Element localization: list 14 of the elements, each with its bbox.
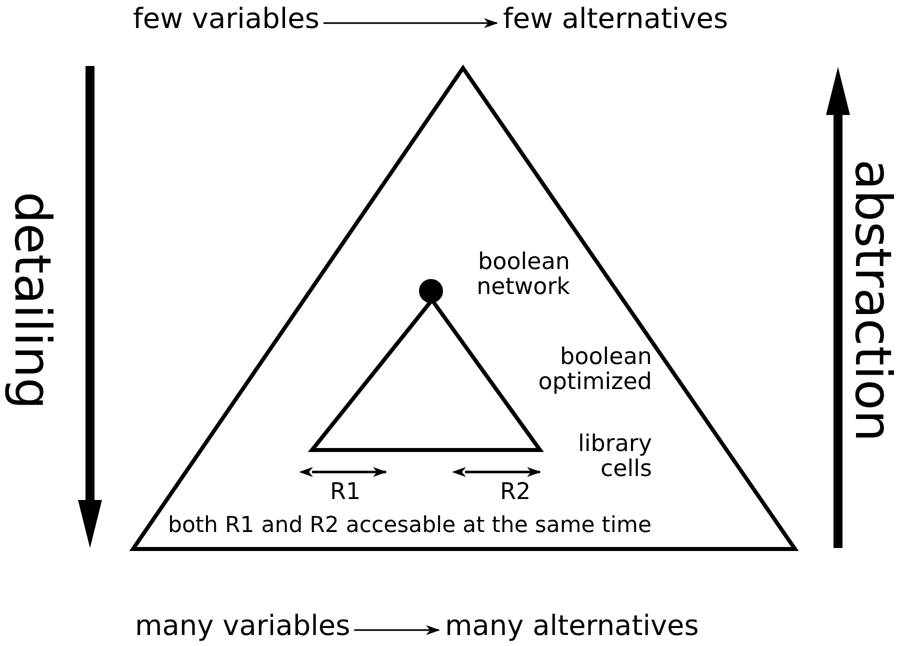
range-label: R2 xyxy=(500,480,531,506)
level-label: boolean network xyxy=(476,250,570,301)
arrow xyxy=(354,625,440,636)
level-label: boolean optimized xyxy=(537,345,652,396)
term-label: many variables xyxy=(135,611,350,642)
term-label: few alternatives xyxy=(503,4,728,35)
term-label: few variables xyxy=(133,4,320,35)
term-label: many alternatives xyxy=(445,611,699,642)
direction-label: abstraction xyxy=(844,158,900,442)
level-label: library cells xyxy=(577,432,652,483)
direction-label: detailing xyxy=(4,191,60,409)
arrow xyxy=(323,18,498,28)
note-text: both R1 and R2 accesable at the same time xyxy=(168,514,652,538)
range-label: R1 xyxy=(330,480,361,506)
